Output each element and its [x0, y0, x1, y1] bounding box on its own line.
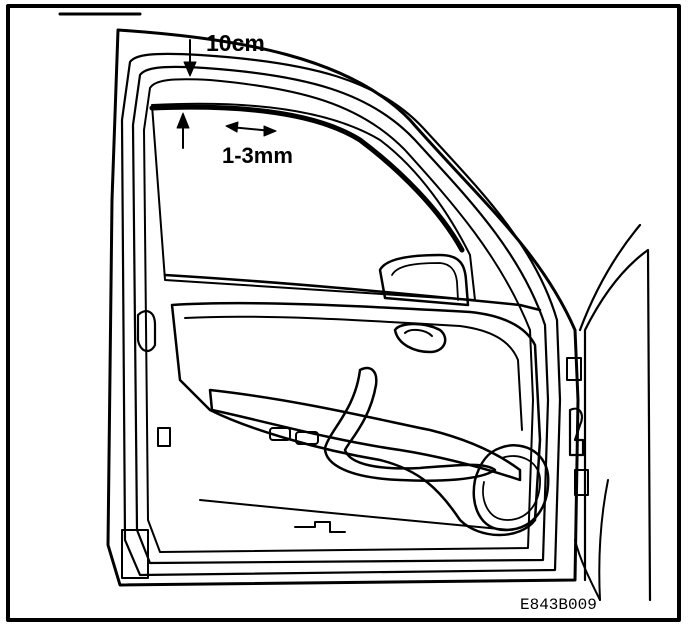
- window-frame-inner: [151, 102, 476, 301]
- hinge-side-clip: [157, 427, 171, 447]
- door-check-box: [121, 529, 149, 579]
- arrow-1-3mm-head: [176, 112, 190, 129]
- figure-frame: [6, 4, 681, 622]
- window-glass-edge: [149, 104, 465, 253]
- switch-2: [295, 431, 319, 445]
- lower-pillar-curve: [574, 539, 601, 601]
- armrest: [208, 388, 522, 482]
- belt-line: [163, 273, 542, 312]
- door-seal-line-3: [143, 78, 534, 553]
- hinge-side-bracket: [136, 310, 157, 353]
- door-seal-line-1: [120, 52, 562, 577]
- armrest-handle: [323, 366, 497, 482]
- measurement-label-10cm: 10cm: [206, 30, 265, 56]
- door-handle-recess: [393, 322, 447, 354]
- slide-arrow-head-left: [225, 121, 239, 133]
- b-pillar-inner: [583, 248, 652, 602]
- lower-trim-line: [199, 499, 511, 531]
- trim-panel: [170, 301, 542, 537]
- switch-1: [269, 427, 291, 441]
- latch-bolt: [574, 469, 589, 496]
- door-handle: [404, 328, 433, 337]
- mirror-mount: [378, 253, 470, 307]
- door-outer-edge: [106, 28, 580, 587]
- slide-arrow-head-right: [263, 125, 277, 137]
- b-pillar-edge: [598, 479, 609, 601]
- latch-assembly: [568, 407, 585, 457]
- measurement-label-1-3mm: 1-3mm: [222, 143, 293, 168]
- speaker-grille-inner: [482, 455, 541, 521]
- arrow-10cm-head: [183, 61, 197, 77]
- lower-clip: [294, 521, 346, 533]
- b-pillar-outer: [578, 223, 642, 332]
- latch-striker: [566, 357, 582, 381]
- mirror-mount-inner: [391, 262, 459, 301]
- figure-code-label: E843B009: [520, 596, 597, 614]
